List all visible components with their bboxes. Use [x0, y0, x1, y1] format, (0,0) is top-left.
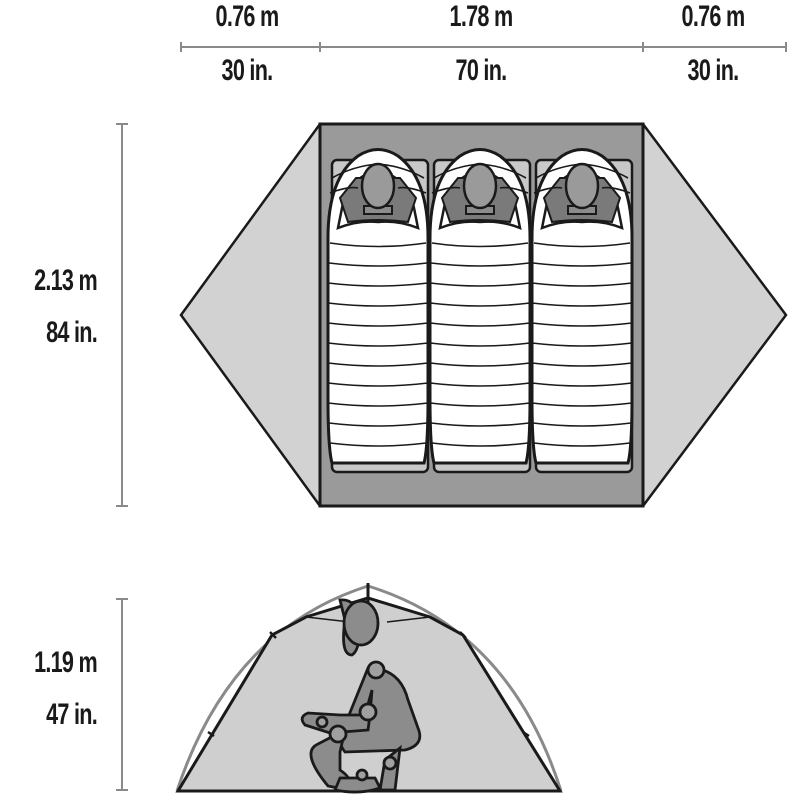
vestibule-right-width-metric: 0.76 m	[681, 0, 746, 33]
vestibule-right-width-imperial: 30 in.	[687, 54, 740, 87]
length-dimension-line	[116, 123, 128, 507]
floor-width-metric: 1.78 m	[449, 0, 514, 33]
floor-width-imperial: 70 in.	[455, 54, 508, 87]
vestibule-left-width-metric: 0.76 m	[215, 0, 280, 33]
crouching-person-figure	[300, 598, 422, 794]
height-dimension-line	[116, 598, 128, 791]
sleeping-bag-3	[530, 148, 634, 465]
peak-height-imperial: 47 in.	[46, 698, 98, 731]
width-dimension-line	[180, 42, 787, 52]
vestibule-left-width-imperial: 30 in.	[221, 54, 274, 87]
sleeping-bag-1	[326, 148, 430, 465]
floor-length-imperial: 84 in.	[46, 316, 98, 349]
peak-height-metric: 1.19 m	[34, 646, 98, 679]
sleeping-bag-2	[428, 148, 532, 465]
floor-length-metric: 2.13 m	[34, 264, 98, 297]
